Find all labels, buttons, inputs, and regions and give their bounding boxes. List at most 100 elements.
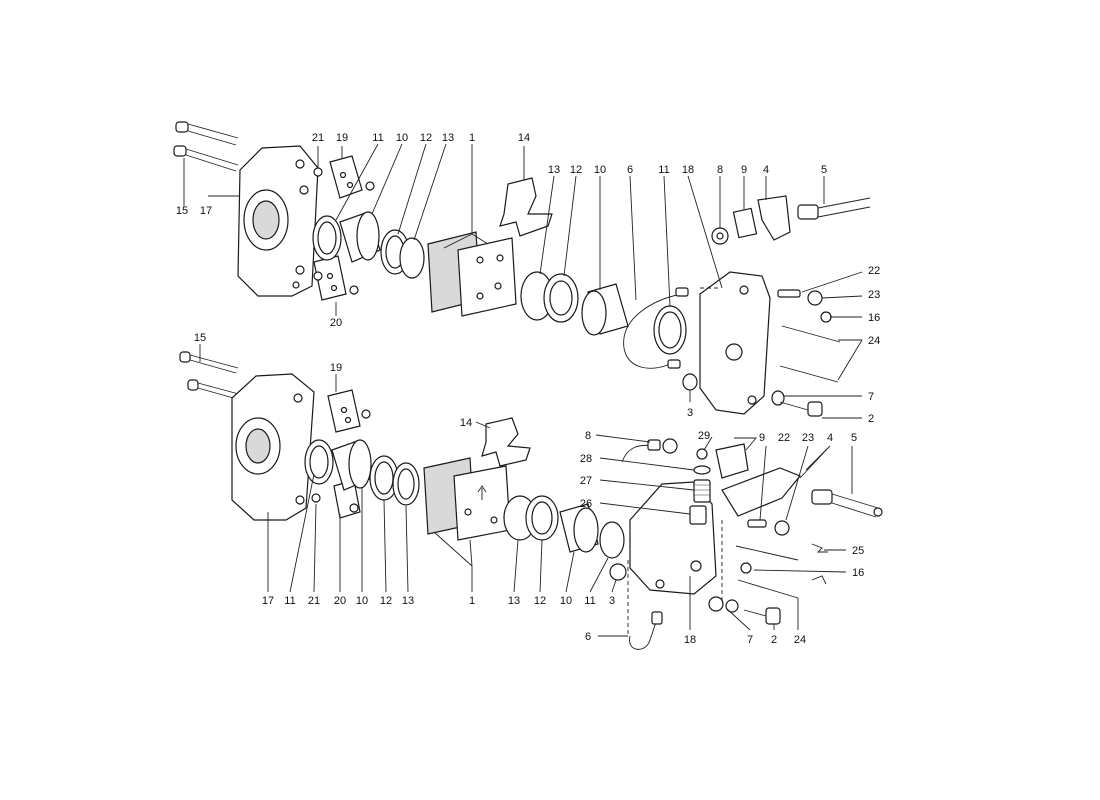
- label-1: 1: [469, 132, 475, 144]
- label-27-lower: 27: [580, 475, 592, 487]
- label-21: 21: [312, 132, 324, 144]
- upper-brake-line-6: [623, 293, 683, 369]
- label-4-lower: 4: [827, 432, 833, 444]
- lower-washer-28: [693, 465, 711, 475]
- leader-lines: [183, 143, 863, 637]
- label-15-lower: 15: [194, 332, 206, 344]
- upper-washer-7: [771, 390, 785, 406]
- lower-nut-21: [311, 493, 321, 503]
- label-13-lower: 13: [402, 595, 414, 607]
- upper-bolt-15: [173, 121, 239, 172]
- label-16-lower: 16: [852, 567, 864, 579]
- label-12b: 12: [570, 164, 582, 176]
- label-18: 18: [682, 164, 694, 176]
- lower-spring-14: [481, 417, 531, 467]
- upper-washer-3: [682, 373, 698, 391]
- label-29-lower: 29: [698, 430, 710, 442]
- label-12-lower: 12: [380, 595, 392, 607]
- lower-washer-29: [696, 448, 708, 460]
- lower-clip-25: [811, 543, 828, 585]
- label-9: 9: [741, 164, 747, 176]
- label-19-lower: 19: [330, 362, 342, 374]
- label-14: 14: [518, 132, 530, 144]
- lower-piston-10b: [559, 503, 599, 553]
- upper-nut-21: [313, 167, 323, 177]
- upper-part-labels: 21 19 11 10 12 13 1 14 13 12 10 6 11 18 …: [176, 132, 880, 425]
- label-12: 12: [420, 132, 432, 144]
- label-2-lower: 2: [771, 634, 777, 646]
- label-14-lower: 14: [460, 417, 472, 429]
- label-1-lower: 1: [469, 595, 475, 607]
- upper-plate-19: [329, 155, 363, 199]
- label-17: 17: [200, 205, 212, 217]
- label-13: 13: [442, 132, 454, 144]
- label-18-lower: 18: [684, 634, 696, 646]
- label-11b: 11: [658, 164, 669, 176]
- lower-bleeder-22: [747, 519, 767, 528]
- lower-caliper-half-left: [231, 373, 315, 521]
- label-11-lower: 11: [284, 595, 295, 607]
- lower-caliper-assembly: [179, 287, 883, 650]
- label-5: 5: [821, 164, 827, 176]
- lower-spring-27: [693, 479, 711, 503]
- lower-pin-24: [735, 545, 799, 561]
- lower-brake-line-6: [629, 621, 657, 650]
- lower-seal-11b: [599, 521, 625, 559]
- label-7: 7: [868, 391, 874, 403]
- upper-cap-23: [807, 290, 823, 306]
- label-6: 6: [627, 164, 633, 176]
- upper-caliper-half-left: [237, 145, 319, 297]
- lower-nut-8: [662, 438, 678, 454]
- lower-washer-3: [609, 563, 627, 581]
- label-10: 10: [396, 132, 408, 144]
- lower-bolt-2: [743, 607, 781, 625]
- upper-caliper-assembly: [173, 121, 871, 417]
- label-24-lower: 24: [794, 634, 806, 646]
- label-13b-lower: 13: [508, 595, 520, 607]
- label-21-lower: 21: [308, 595, 320, 607]
- lower-valve-26: [689, 505, 707, 525]
- label-10-lower: 10: [356, 595, 368, 607]
- label-23-lower: 23: [802, 432, 814, 444]
- upper-ring-13: [399, 237, 425, 279]
- label-19: 19: [336, 132, 348, 144]
- lower-washer-7: [708, 596, 724, 612]
- lower-bracket-4: [721, 467, 801, 517]
- label-2: 2: [868, 413, 874, 425]
- label-16: 16: [868, 312, 880, 324]
- label-7-lower: 7: [747, 634, 753, 646]
- label-8: 8: [717, 164, 723, 176]
- label-8-lower: 8: [585, 430, 591, 442]
- upper-pin-24: [781, 325, 841, 343]
- lower-part-labels: 15 19 14 8 29 28 27 26 9 22 23 4 5 25 16…: [194, 332, 864, 646]
- label-17-lower: 17: [262, 595, 274, 607]
- upper-hose-5: [797, 197, 871, 220]
- label-10b: 10: [594, 164, 606, 176]
- lower-cap-23: [774, 520, 790, 536]
- label-3: 3: [687, 407, 693, 419]
- upper-brake-pads-1: [427, 231, 517, 317]
- label-20: 20: [330, 317, 342, 329]
- label-15: 15: [176, 205, 188, 217]
- upper-bracket-4: [757, 195, 791, 241]
- lower-hose-5: [811, 489, 883, 518]
- label-11b-lower: 11: [584, 595, 595, 607]
- lower-nut-16: [740, 562, 752, 574]
- upper-piston-10b: [581, 283, 629, 336]
- upper-caliper-half-right-18: [699, 271, 771, 415]
- label-5-lower: 5: [851, 432, 857, 444]
- lower-piston-10: [331, 439, 373, 491]
- label-6-lower: 6: [585, 631, 591, 643]
- label-22: 22: [868, 265, 880, 277]
- label-9-lower: 9: [759, 432, 765, 444]
- label-28-lower: 28: [580, 453, 592, 465]
- upper-piston-10: [339, 211, 381, 263]
- label-10b-lower: 10: [560, 595, 572, 607]
- upper-nut-16: [820, 311, 832, 323]
- label-3-lower: 3: [609, 595, 615, 607]
- label-4: 4: [763, 164, 769, 176]
- upper-plate-9: [732, 207, 758, 239]
- label-26-lower: 26: [580, 498, 592, 510]
- label-13b: 13: [548, 164, 560, 176]
